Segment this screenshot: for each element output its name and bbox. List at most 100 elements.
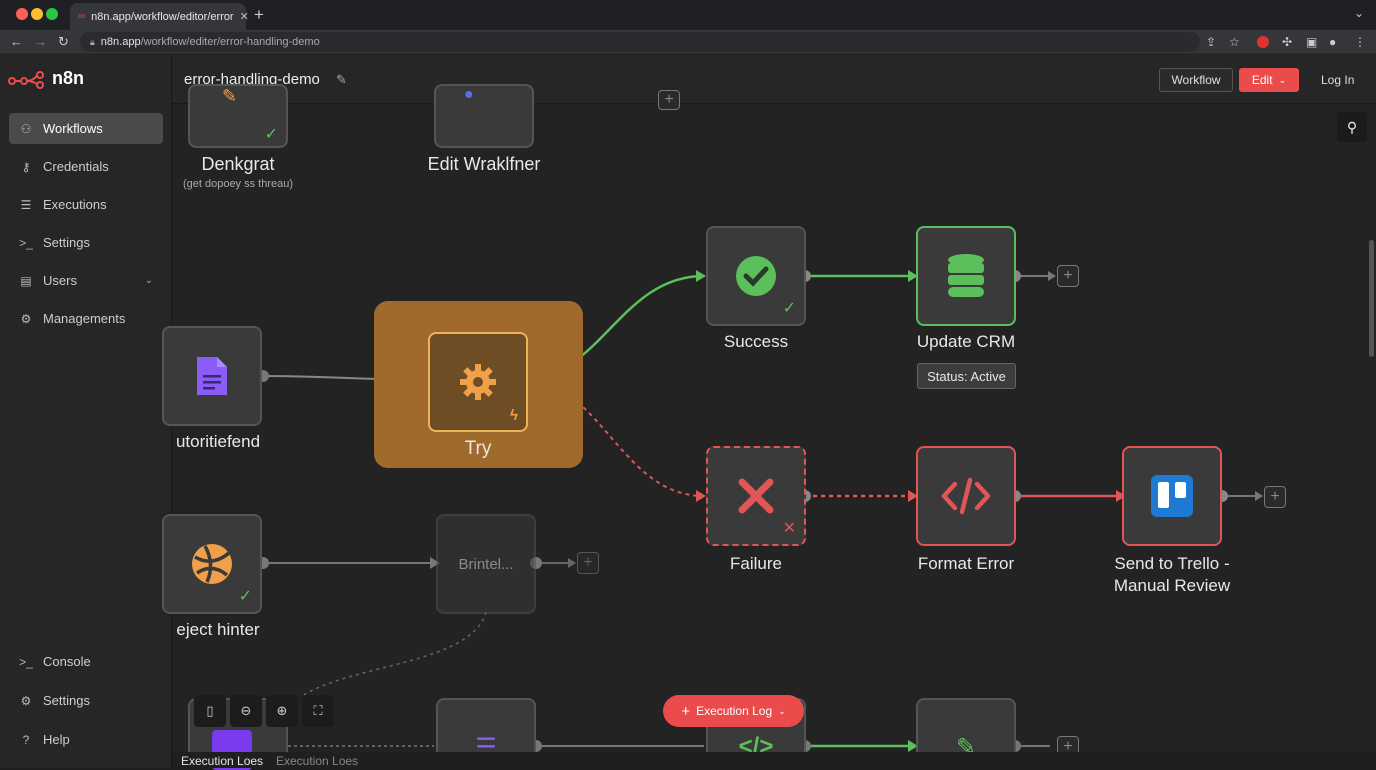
connections-layer [257, 270, 1263, 752]
success-check-icon: ✓ [238, 588, 252, 605]
database-icon [948, 254, 984, 297]
globe-icon [192, 544, 232, 584]
sidebar-panel-icon: ▯ [206, 703, 214, 718]
gear-icon: ⚙ [20, 693, 32, 708]
sidebar-item-users[interactable]: ▤ Users ⌄ [9, 265, 163, 296]
node-denkgrat[interactable]: ✓ ✎ [188, 84, 288, 148]
n8n-logo[interactable]: n8n [8, 68, 84, 89]
toggle-panel-button[interactable]: ▯ [194, 695, 226, 727]
node-faded[interactable]: Brintel... [436, 514, 536, 614]
edit-button[interactable]: Edit⌄ [1239, 68, 1299, 92]
node-edit-wraklfner[interactable]: ● [434, 84, 534, 148]
hook-icon: ● [464, 86, 474, 103]
vertical-scrollbar[interactable] [1369, 240, 1374, 357]
list-icon: ☰ [20, 197, 32, 212]
node-label: Denkgrat [201, 154, 275, 174]
chevron-down-icon[interactable]: ⌄ [144, 275, 153, 286]
status-tooltip: Status: Active [917, 363, 1016, 389]
tool-icon: ✎ [222, 86, 238, 106]
plus-icon: + [681, 702, 691, 720]
node-label: Failure [730, 554, 782, 573]
workflow-canvas[interactable]: ✓ ✎ Denkgrat (get dopoey ss threau) ● Ed… [162, 84, 1376, 770]
node-send-to-trello[interactable] [1122, 446, 1222, 546]
back-icon[interactable]: ← [10, 34, 23, 49]
profile-icon[interactable]: ● [1329, 35, 1337, 49]
share-icon[interactable]: ⇪ [1206, 35, 1217, 49]
zoom-in-button[interactable]: ⊕ [266, 695, 298, 727]
tab-execution-logs-1[interactable]: Execution Loes [181, 754, 264, 768]
sidebar-item-workflows[interactable]: ⚇ Workflows [9, 113, 163, 144]
sidebar-item-label: Console [43, 654, 91, 669]
sidebar-item-label: Managements [43, 311, 126, 326]
sidebar-item-settings[interactable]: >_ Settings [9, 227, 163, 258]
users-icon: ▤ [20, 273, 32, 288]
node-label: Update CRM [916, 332, 1016, 351]
node-label: Format Error [917, 554, 1015, 573]
reload-icon[interactable]: ↻ [58, 34, 69, 49]
close-tab-icon[interactable]: ✕ [239, 11, 249, 23]
close-window-button[interactable] [16, 8, 28, 20]
url-host: n8n.app [100, 36, 141, 48]
workflow-button-label: Workflow [1171, 73, 1221, 87]
node-format-error[interactable] [916, 446, 1016, 546]
workflow-button[interactable]: Workflow [1159, 68, 1233, 92]
node-success[interactable]: ✓ [706, 226, 806, 326]
sidebar-item-executions[interactable]: ☰ Executions [9, 189, 163, 220]
node-label: eject hinter [176, 620, 260, 639]
x-icon [738, 478, 774, 514]
maximize-window-button[interactable] [46, 8, 58, 20]
fit-view-button[interactable]: ⛶ [302, 695, 334, 727]
search-nodes-button[interactable]: ⚲ [1337, 112, 1367, 142]
bookmark-star-icon[interactable]: ☆ [1229, 35, 1240, 49]
node-document[interactable] [162, 326, 262, 426]
terminal-icon: >_ [19, 235, 33, 250]
add-node-button[interactable]: + [577, 552, 599, 574]
add-node-button[interactable]: + [1057, 265, 1079, 287]
sidepanel-icon[interactable]: ▣ [1306, 35, 1318, 49]
tab-menu-chevron-icon[interactable]: ⌄ [1353, 6, 1364, 20]
node-update-crm[interactable] [916, 226, 1016, 326]
add-node-button[interactable]: + [658, 90, 680, 110]
node-failure[interactable]: ✕ [706, 446, 806, 546]
execution-log-button[interactable]: + Execution Log ⌄ [663, 695, 804, 727]
sidebar-item-label: Workflows [43, 121, 103, 136]
url-field[interactable]: 🔒︎ n8n.app/workflow/editer/error-handlin… [80, 32, 1200, 52]
sidebar-item-console[interactable]: >_ Console [9, 646, 163, 677]
browser-tab-title: n8n.app/workflow/editor/error [91, 10, 234, 23]
workflow-name[interactable]: error-handling-demo [184, 71, 320, 88]
code-icon [941, 477, 991, 515]
zoom-in-icon: ⊕ [276, 703, 288, 718]
trello-icon [1151, 475, 1193, 517]
node-subtitle: (get dopoey ss threau) [182, 178, 294, 190]
help-icon: ? [22, 732, 30, 747]
zoom-out-button[interactable]: ⊖ [230, 695, 262, 727]
node-label: Success [723, 332, 789, 351]
pencil-icon[interactable]: ✎ [336, 72, 347, 87]
extensions-puzzle-icon[interactable]: ✣ [1282, 35, 1293, 49]
success-check-icon: ✓ [782, 300, 796, 317]
n8n-favicon-icon: ∞ [78, 11, 86, 22]
node-globe[interactable]: ✓ [162, 514, 262, 614]
search-icon: ⚲ [1346, 118, 1358, 135]
minimize-window-button[interactable] [31, 8, 43, 20]
extension-red-icon[interactable] [1257, 36, 1269, 48]
sidebar-item-help[interactable]: ? Help [9, 724, 163, 755]
node-label: utoritiefend [175, 432, 261, 451]
add-node-button[interactable]: + [1264, 486, 1286, 508]
new-tab-button[interactable]: + [254, 5, 264, 24]
forward-icon[interactable]: → [34, 34, 47, 49]
logo-text: n8n [52, 68, 85, 88]
error-x-icon: ✕ [782, 520, 796, 537]
sidebar-item-managements[interactable]: ⚙ Managements [9, 303, 163, 334]
browser-tab[interactable]: ∞ n8n.app/workflow/editor/error ✕ [70, 3, 249, 30]
sidebar-item-credentials[interactable]: ⚷ Credentials [9, 151, 163, 182]
sidebar-item-label: Settings [43, 235, 90, 250]
canvas-toolbar: ▯ ⊖ ⊕ ⛶ [194, 695, 334, 727]
tab-execution-logs-2[interactable]: Execution Loes [276, 754, 359, 768]
sidebar-item-bottom-settings[interactable]: ⚙ Settings [9, 685, 163, 716]
login-link[interactable]: Log In [1321, 73, 1355, 87]
browser-menu-icon[interactable]: ⋮ [1354, 35, 1366, 49]
node-label: Try [464, 438, 492, 459]
node-try[interactable]: ϟ [428, 332, 528, 432]
